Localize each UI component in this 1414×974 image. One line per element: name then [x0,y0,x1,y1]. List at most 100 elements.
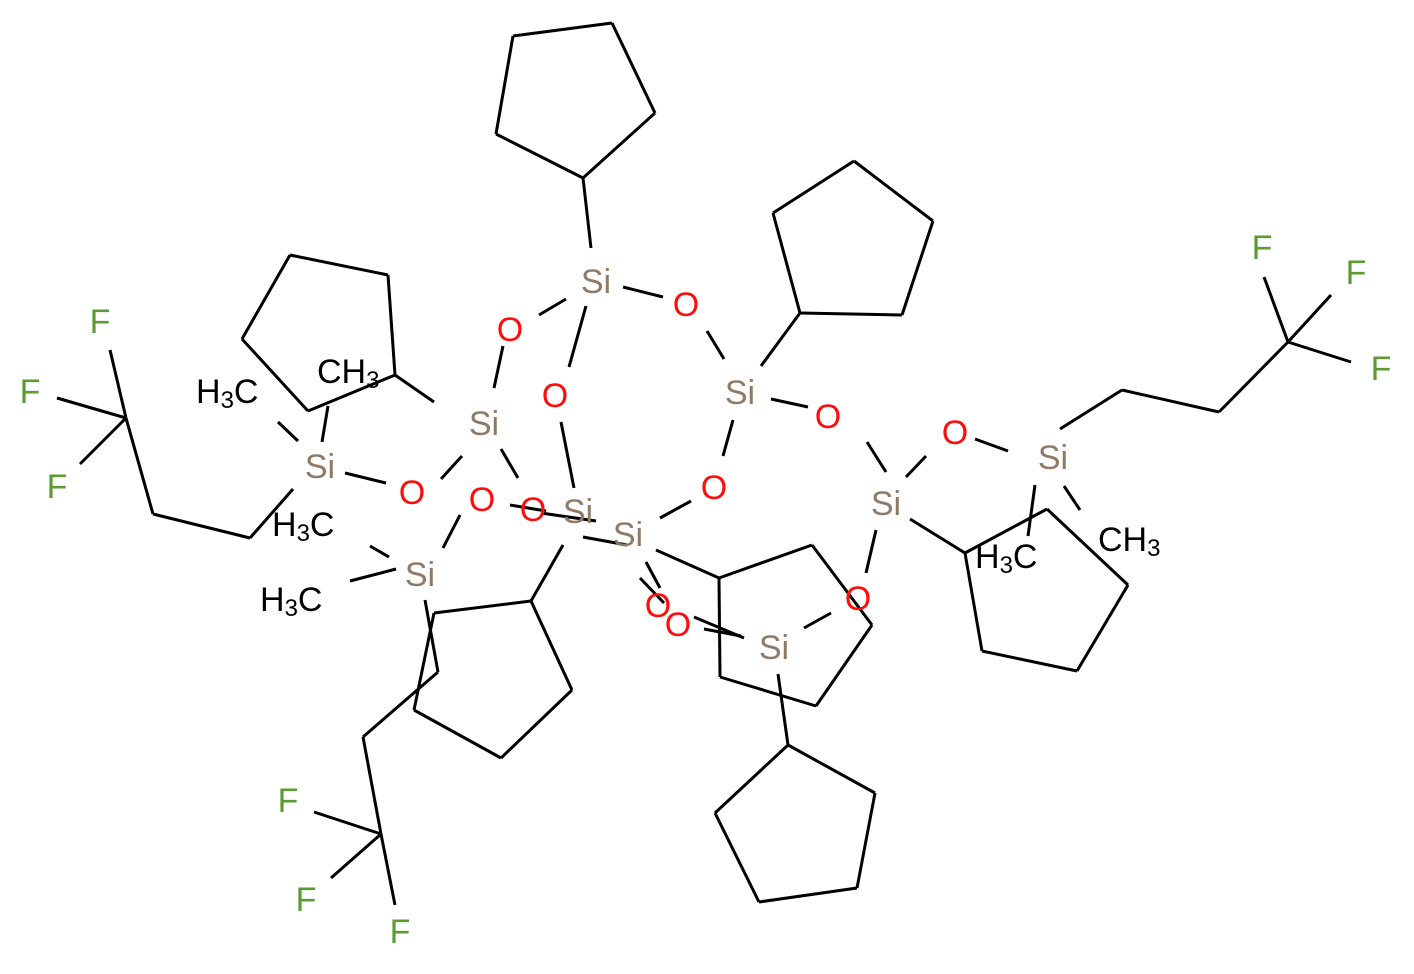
bond [810,544,874,626]
atom-f: F [278,782,299,820]
bond [638,576,666,605]
bond [582,535,628,547]
atom-o: O [497,311,523,349]
methyl-label: CH3 [317,353,379,394]
bond [719,675,817,708]
atom-o: O [399,474,425,512]
atom-si: Si [759,629,789,667]
bond [349,567,397,583]
atom-si: Si [563,493,593,531]
atom-f: F [1371,350,1392,388]
bond [240,337,310,413]
bond [313,810,382,836]
bond [759,312,802,367]
bond [1217,340,1290,414]
bond [1262,276,1290,343]
bond [713,812,761,903]
bond [344,471,387,485]
bond [799,311,903,317]
atom-f: F [1346,254,1367,292]
bond [713,743,790,815]
bond [529,600,574,691]
atom-f: F [90,303,111,341]
bond [803,611,832,630]
bond [855,792,877,889]
atom-o: O [469,481,495,519]
atom-si: Si [613,516,643,554]
bond [814,624,874,707]
bond [864,529,878,574]
atom-o: O [673,286,699,324]
bond [964,507,1048,555]
bond [1062,485,1082,511]
atom-o: O [942,414,968,452]
bond [124,417,155,515]
atom-f: F [296,881,317,919]
bond [1059,388,1123,431]
atom-o: O [520,491,546,529]
methyl-label: CH3 [1098,521,1160,562]
bond [412,612,436,711]
bond [1121,388,1220,414]
bond [581,177,593,249]
bond [499,688,574,760]
atom-f: F [47,468,68,506]
bond [771,212,802,314]
methyl-label: H3C [196,373,258,414]
atom-o: O [665,606,691,644]
bond [362,670,439,739]
methyl-label: H3C [260,581,322,622]
bond [705,330,726,360]
bond [108,349,128,419]
bond [240,254,292,340]
bond [56,396,127,420]
atom-si: Si [405,556,435,594]
atom-si: Si [1038,439,1068,477]
bond [644,561,662,589]
bond [610,22,657,114]
bond [512,21,613,38]
bond [495,132,584,180]
bond [369,544,390,559]
bond [538,297,567,317]
bond [622,285,664,299]
atom-f: F [20,373,41,411]
atom-si: Si [305,448,335,486]
bond [361,736,383,835]
bond [981,649,1078,673]
bond [581,111,657,180]
atom-f: F [1252,229,1273,267]
bond [386,274,397,376]
bond [559,421,576,489]
bond [567,305,588,368]
bond [330,832,382,880]
bond [1075,584,1130,672]
atom-o: O [845,580,871,618]
bond [787,743,876,795]
bond-layer [56,21,1352,906]
bond [659,499,692,520]
atom-o: O [701,469,727,507]
methyl-label: H3C [975,538,1037,579]
bond [433,599,532,615]
bond [1286,293,1333,344]
bond [904,454,928,479]
bond [1026,484,1037,537]
bond [394,373,435,404]
bond [492,345,505,389]
bond [307,373,396,413]
bond [853,159,934,223]
bond [758,886,858,904]
bond [963,552,984,652]
atom-o: O [645,587,671,625]
bond [721,419,735,457]
bond [379,833,397,906]
bond [770,397,809,409]
bond [78,416,128,466]
bond [909,517,966,555]
bond [1045,507,1130,587]
bond [1287,340,1352,364]
